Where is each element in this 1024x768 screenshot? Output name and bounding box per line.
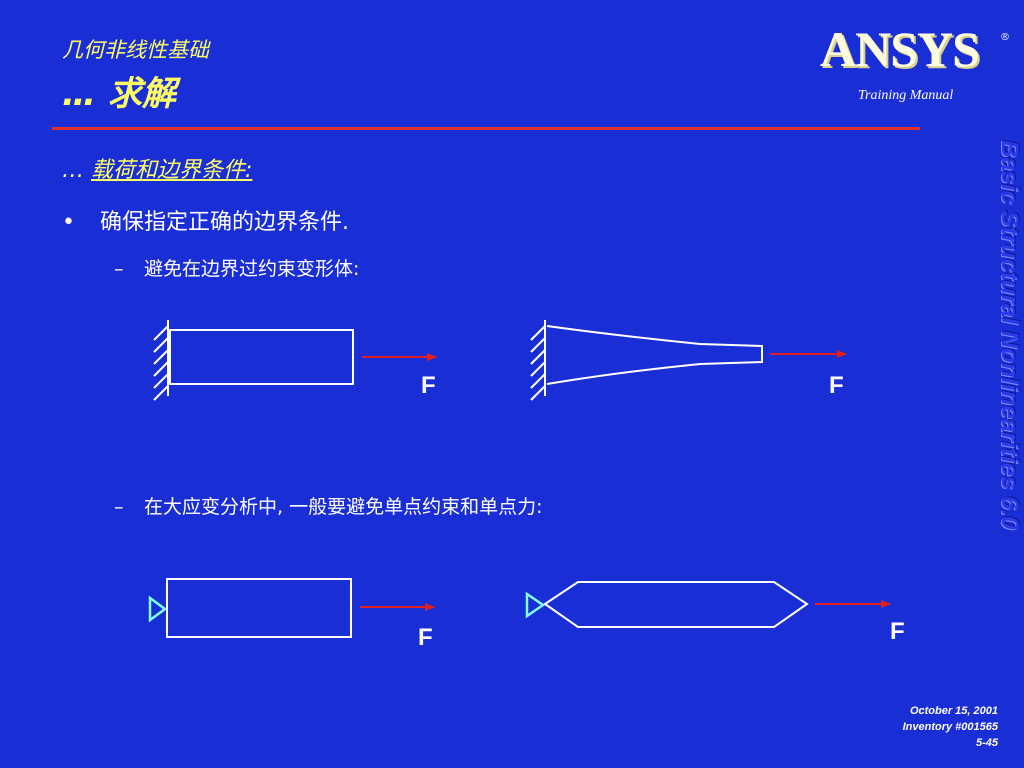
sub-item-overconstraint: –避免在边界过约束变形体: (114, 254, 359, 281)
header-divider (52, 127, 920, 130)
wall-hatch (530, 325, 546, 401)
section-title: … 求解 (62, 74, 176, 114)
training-manual-label: Training Manual (858, 88, 954, 103)
sub-item-text: 在大应变分析中, 一般要避免单点约束和单点力: (144, 496, 543, 518)
force-label: F (421, 372, 436, 399)
diagram-fixed-tapered-bar (530, 320, 847, 401)
sub-item-text: 避免在边界过约束变形体: (144, 258, 360, 280)
subheading-prefix: … (62, 158, 84, 183)
ansys-logo: ANSYS (820, 21, 980, 77)
dash-mark: – (114, 496, 124, 518)
force-label: F (829, 372, 844, 399)
diagram-fixed-bar (153, 320, 437, 401)
bullet-mark: • (62, 210, 75, 235)
side-course-title: Basic Structural Nonlinearities 6.0 (996, 140, 1023, 530)
subheading: … 载荷和边界条件: (62, 152, 252, 184)
point-support-icon (148, 595, 168, 623)
wall-hatch (153, 325, 169, 401)
footer: October 15, 2001 Inventory #001565 5-45 (903, 703, 998, 751)
footer-date: October 15, 2001 (909, 705, 998, 717)
sub-item-single-point: –在大应变分析中, 一般要避免单点约束和单点力: (114, 492, 542, 519)
diagram-point-support-hexagon (525, 581, 891, 628)
course-title: 几何非线性基础 (62, 38, 209, 62)
hexagon-bar-body (543, 581, 809, 628)
registered-mark: ® (1000, 32, 1010, 43)
dash-mark: – (114, 258, 124, 280)
footer-page-number: 5-45 (975, 737, 998, 749)
bullet-text: 确保指定正确的边界条件. (100, 210, 349, 235)
bar-body (169, 329, 354, 385)
footer-inventory: Inventory #001565 (902, 721, 998, 733)
subheading-text: 载荷和边界条件: (91, 158, 253, 183)
tapered-bar-body (546, 325, 763, 385)
force-label: F (418, 624, 433, 651)
bar-body (166, 578, 352, 638)
point-support-icon (525, 591, 546, 619)
bullet-item: • 确保指定正确的边界条件. (62, 204, 349, 236)
diagram-point-support-bar (148, 578, 435, 638)
force-label: F (890, 618, 905, 645)
